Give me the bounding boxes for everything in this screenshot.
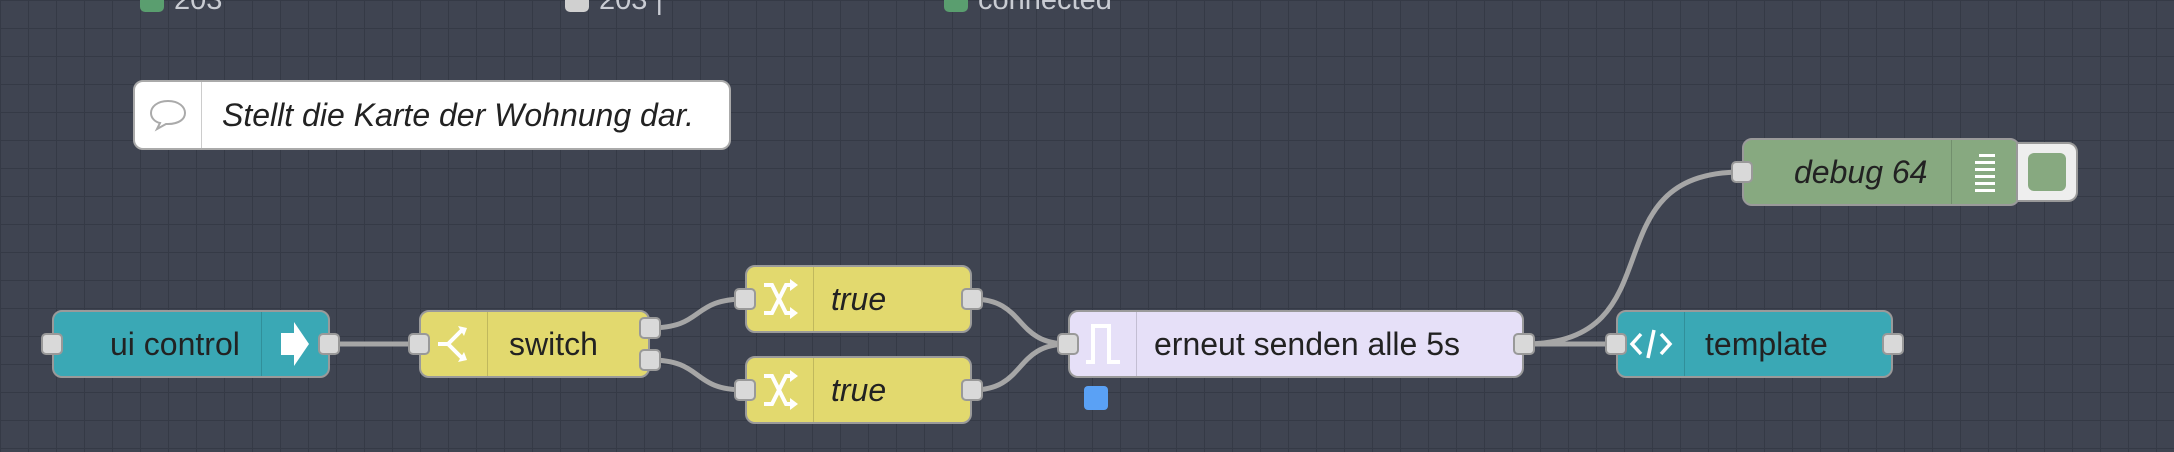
status-text: 203 <box>174 0 222 17</box>
output-port[interactable] <box>961 288 983 310</box>
input-port[interactable] <box>408 333 430 355</box>
node-label: switch <box>509 325 598 362</box>
switch-icon <box>421 312 488 376</box>
node-label: true <box>831 371 887 408</box>
status-dot <box>565 0 589 12</box>
input-port[interactable] <box>41 333 63 355</box>
node-label: debug 64 <box>1794 153 1928 190</box>
node-label: true <box>831 280 887 317</box>
debug-toggle-button[interactable] <box>2016 142 2078 202</box>
input-port[interactable] <box>1057 333 1079 355</box>
node-label: template <box>1705 325 1828 362</box>
status-dot <box>944 0 968 12</box>
status-ui-control: 203 <box>140 0 222 16</box>
wire-change1-trigger[interactable] <box>969 296 1071 347</box>
arrow-right-icon <box>261 312 328 376</box>
debug-list-icon <box>1951 140 2018 204</box>
output-port[interactable] <box>1882 333 1904 355</box>
debug-toggle-indicator <box>2028 153 2066 191</box>
input-port[interactable] <box>1731 161 1753 183</box>
node-change-2[interactable]: true <box>745 356 972 424</box>
node-debug[interactable]: debug 64 <box>1742 138 2020 206</box>
comment-text: Stellt die Karte der Wohnung dar. <box>222 96 694 133</box>
wire-switch-change2[interactable] <box>647 357 748 393</box>
comment-node[interactable]: Stellt die Karte der Wohnung dar. <box>133 80 731 150</box>
wire-switch-change1[interactable] <box>647 296 748 331</box>
node-label: erneut senden alle 5s <box>1154 325 1460 362</box>
output-port[interactable] <box>318 333 340 355</box>
node-status-badge <box>1084 386 1108 410</box>
node-ui-control[interactable]: ui control <box>52 310 330 378</box>
pulse-icon <box>1070 312 1137 376</box>
comment-icon <box>135 82 202 148</box>
status-text: 203 | <box>599 0 663 17</box>
node-switch[interactable]: switch <box>419 310 650 378</box>
node-label: ui control <box>110 325 240 362</box>
output-port-1[interactable] <box>639 317 661 339</box>
node-trigger[interactable]: erneut senden alle 5s <box>1068 310 1524 378</box>
output-port[interactable] <box>961 379 983 401</box>
input-port[interactable] <box>734 379 756 401</box>
output-port[interactable] <box>1513 333 1535 355</box>
status-text: connected <box>978 0 1112 17</box>
status-connection: connected <box>944 0 1112 16</box>
input-port[interactable] <box>734 288 756 310</box>
shuffle-icon <box>747 267 814 331</box>
node-template[interactable]: template <box>1616 310 1893 378</box>
output-port-2[interactable] <box>639 349 661 371</box>
wire-trigger-debug[interactable] <box>1521 169 1745 347</box>
input-port[interactable] <box>1605 333 1627 355</box>
node-change-1[interactable]: true <box>745 265 972 333</box>
status-dot <box>140 0 164 12</box>
shuffle-icon <box>747 358 814 422</box>
wire-change2-trigger[interactable] <box>969 341 1071 393</box>
status-switch: 203 | <box>565 0 663 16</box>
code-icon <box>1618 312 1685 376</box>
